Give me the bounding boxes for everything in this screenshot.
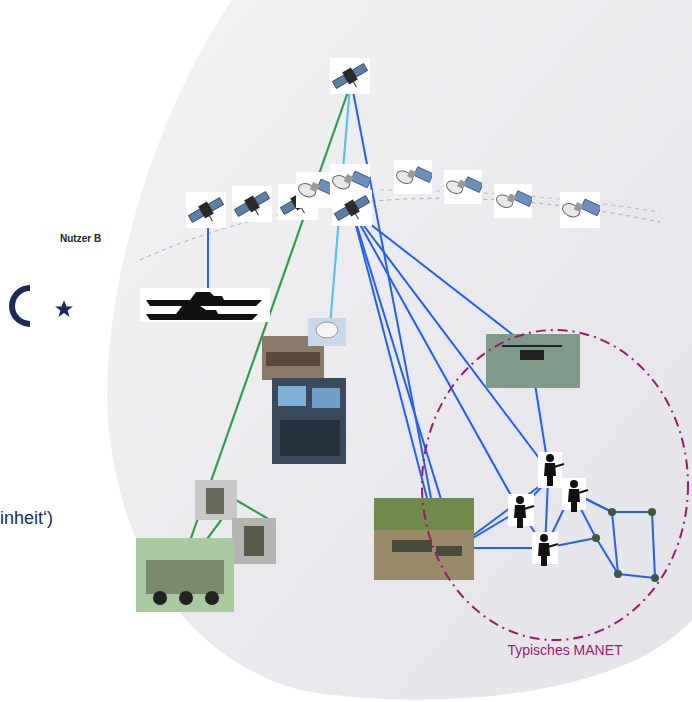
manet-outline xyxy=(422,330,688,640)
manet-region: Typisches MANET xyxy=(418,325,692,664)
dashed-ellipse xyxy=(418,325,692,664)
user-label: Nutzer B xyxy=(60,233,101,244)
cut-text: inheit‘) xyxy=(0,508,53,529)
region-label: Typisches MANET xyxy=(507,642,622,658)
